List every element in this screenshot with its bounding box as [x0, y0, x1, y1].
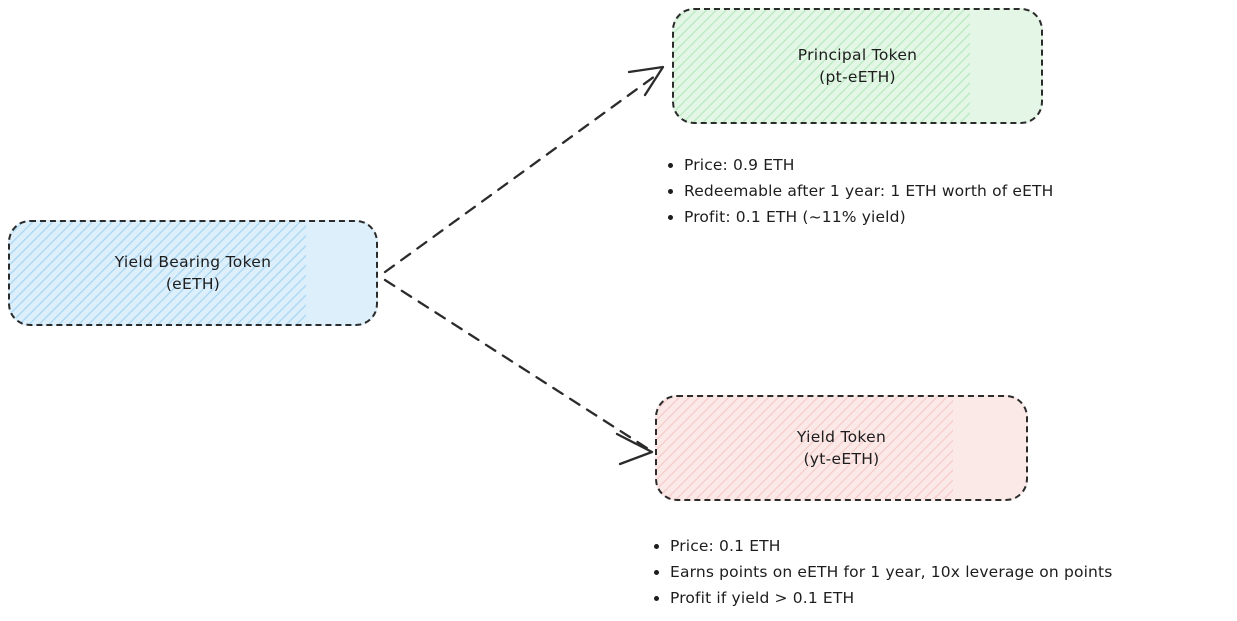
node-yield-bearing-token-label: Yield Bearing Token (eETH)	[114, 252, 272, 293]
arrow-source-to-yield	[383, 278, 654, 466]
principal-token-details-list: Price: 0.9 ETH Redeemable after 1 year: …	[666, 152, 1053, 230]
node-yield-token[interactable]: Yield Token (yt-eETH)	[655, 395, 1028, 501]
list-item: Price: 0.9 ETH	[666, 152, 1053, 178]
list-item: Price: 0.1 ETH	[652, 533, 1112, 559]
list-item: Profit: 0.1 ETH (~11% yield)	[666, 204, 1053, 230]
list-item: Earns points on eETH for 1 year, 10x lev…	[652, 559, 1112, 585]
node-principal-token-label: Principal Token (pt-eETH)	[797, 45, 918, 86]
yield-token-details-list: Price: 0.1 ETH Earns points on eETH for …	[652, 533, 1112, 611]
node-principal-token[interactable]: Principal Token (pt-eETH)	[672, 8, 1043, 124]
arrow-source-to-principal	[383, 65, 665, 274]
node-yield-token-label: Yield Token (yt-eETH)	[796, 427, 887, 468]
list-item: Profit if yield > 0.1 ETH	[652, 585, 1112, 611]
node-yield-bearing-token[interactable]: Yield Bearing Token (eETH)	[8, 220, 378, 326]
list-item: Redeemable after 1 year: 1 ETH worth of …	[666, 178, 1053, 204]
